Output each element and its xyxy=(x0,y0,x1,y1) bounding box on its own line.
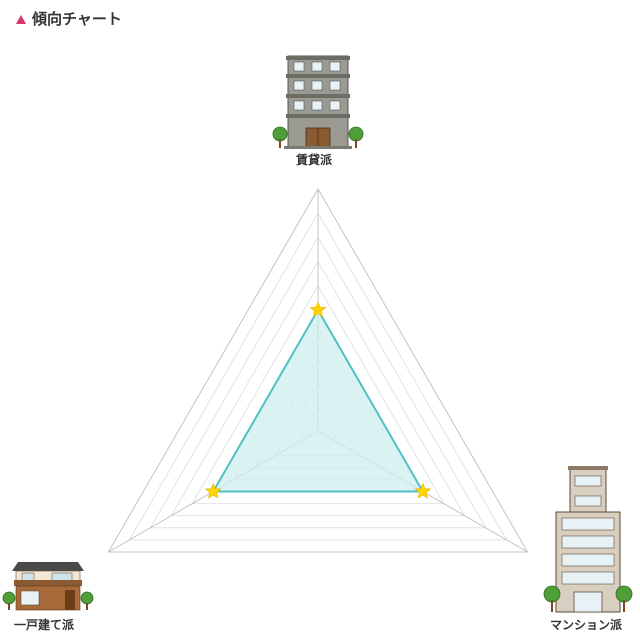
series-area xyxy=(211,307,425,493)
grid-ring xyxy=(128,212,508,541)
axis-label-rental: 賃貸派 xyxy=(296,153,333,167)
triangle-up-icon xyxy=(16,14,26,24)
star-marker xyxy=(204,482,222,499)
grid-ring xyxy=(149,236,487,529)
grid-ring xyxy=(170,260,466,517)
star-marker xyxy=(309,301,327,318)
tower-mansion-icon xyxy=(543,466,633,613)
radar-series xyxy=(204,301,432,499)
chart-header: 傾向チャート xyxy=(16,8,122,29)
page-title: 傾向チャート xyxy=(32,10,122,28)
axis-label-mansion: マンション派 xyxy=(550,618,623,632)
apartment-building-icon xyxy=(272,55,364,149)
grid-ring xyxy=(107,187,529,553)
grid-ring xyxy=(191,284,445,505)
detached-house-icon xyxy=(2,562,94,611)
star-marker xyxy=(414,482,432,499)
axis-label-detached: 一戸建て派 xyxy=(14,618,75,632)
